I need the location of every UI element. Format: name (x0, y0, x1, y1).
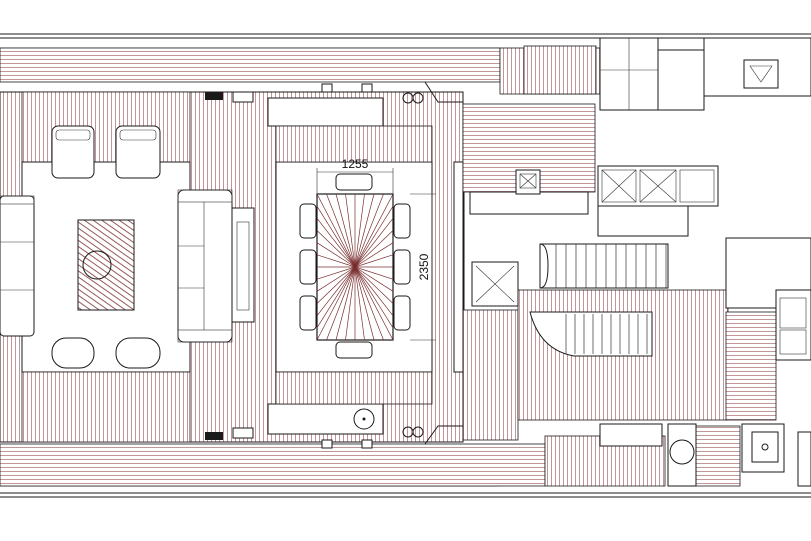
lounge-armchair-top-right (115, 125, 161, 179)
table-length-dimension: 2350 (417, 253, 431, 280)
dining-table (316, 193, 394, 341)
staircase-curved (529, 311, 653, 357)
table-ray (354, 230, 394, 268)
service-hatch (471, 261, 519, 307)
table-ray (316, 254, 356, 268)
table-ray (354, 218, 394, 268)
table-ray (354, 266, 394, 316)
dining-chairs (299, 173, 411, 359)
table-ray (316, 218, 356, 268)
table-ray (354, 266, 384, 341)
table-ray (345, 266, 356, 341)
lower-right-fixtures (599, 423, 811, 487)
tv-cabinet (231, 207, 255, 323)
sideboard-top (267, 97, 384, 127)
table-ray (316, 230, 356, 268)
table-ray (354, 193, 394, 268)
table-ray (335, 193, 356, 268)
table-ray (354, 266, 394, 292)
table-ray (354, 266, 394, 304)
table-ray (354, 266, 394, 341)
lounge-poufs (51, 337, 161, 369)
dimension-lines (316, 168, 436, 341)
table-ray (335, 266, 356, 341)
staircase-upper (539, 243, 669, 289)
lounge-armchair-top-left (51, 125, 95, 179)
table-ray (316, 242, 356, 268)
table-ray (316, 266, 356, 292)
stern-stairs-top (523, 45, 597, 95)
table-ray (354, 193, 384, 268)
table-ray (354, 266, 394, 329)
table-ray (354, 266, 394, 280)
upper-side-deck (0, 47, 601, 95)
table-ray (326, 266, 356, 341)
upper-right-rooms (599, 37, 811, 111)
table-ray (345, 193, 356, 268)
forward-equipment (597, 165, 719, 237)
table-ray (354, 254, 394, 268)
lounge-sofa-right (177, 189, 233, 343)
table-ray (316, 266, 356, 341)
table-ray (354, 266, 365, 341)
deck-fittings (205, 81, 463, 449)
table-ray (316, 266, 356, 280)
table-ray (316, 266, 356, 304)
table-width-dimension: 1255 (342, 157, 369, 171)
galley-area (462, 103, 596, 215)
table-ray (354, 193, 365, 268)
table-ray (316, 266, 356, 316)
table-ray (354, 205, 394, 268)
table-ray (316, 266, 356, 329)
table-ray (354, 193, 375, 268)
lounge-coffee-table (77, 219, 135, 311)
table-ray (316, 193, 356, 268)
table-marquetry (316, 193, 394, 341)
table-ray (316, 205, 356, 268)
table-ray (354, 242, 394, 268)
right-side-rooms (725, 237, 811, 361)
lounge-sofa-left (0, 195, 35, 337)
sideboard-bottom (267, 403, 384, 435)
table-ray (354, 266, 375, 341)
table-ray (326, 193, 356, 268)
